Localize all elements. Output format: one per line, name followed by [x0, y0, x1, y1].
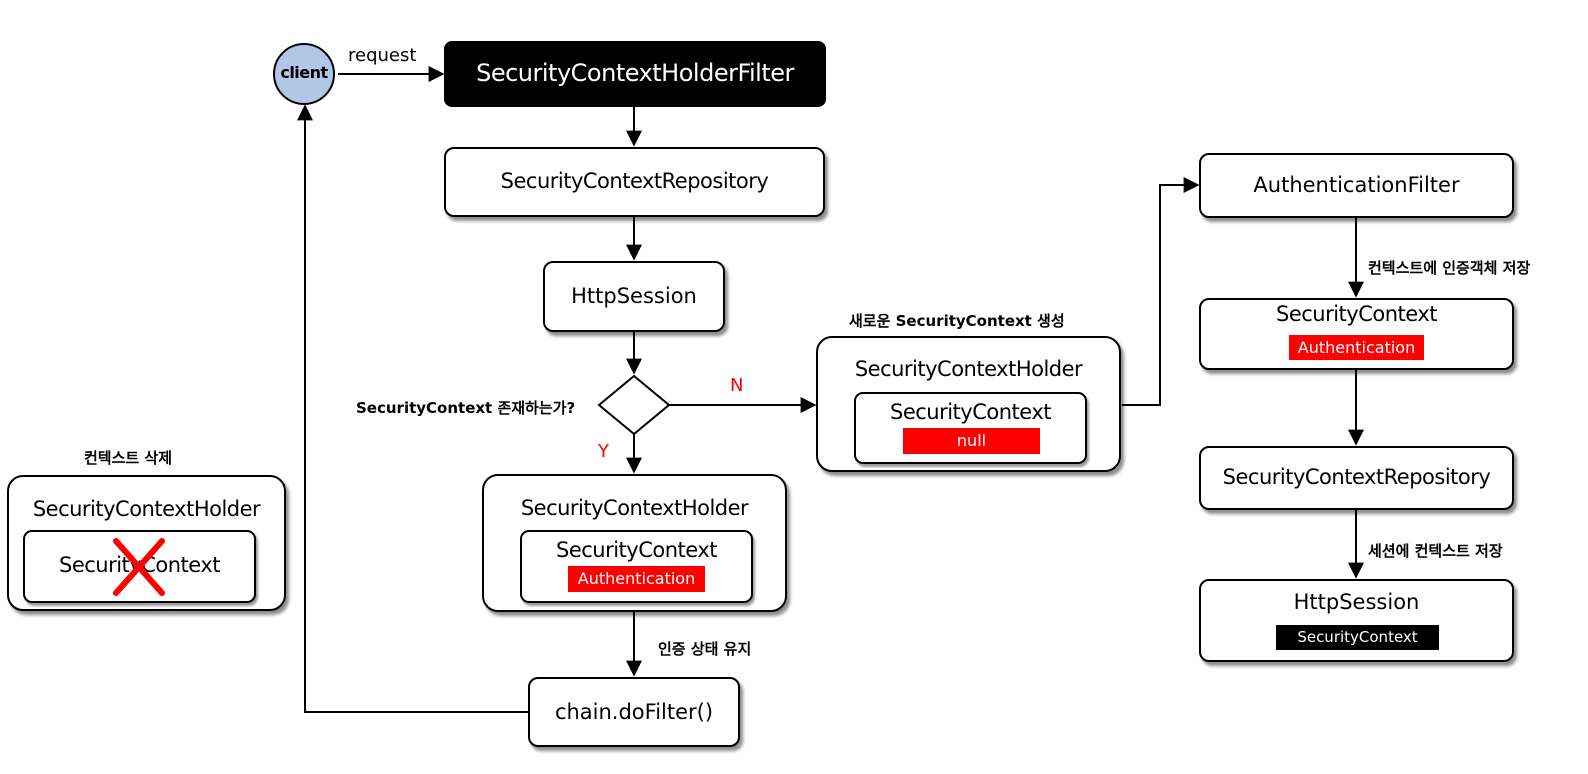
security-context-repository-box: SecurityContextRepository [444, 147, 825, 217]
keep-auth-label: 인증 상태 유지 [658, 640, 752, 658]
authentication-filter-label: AuthenticationFilter [1253, 173, 1460, 197]
client-label: client [280, 63, 328, 82]
clear-holder-box: SecurityContextHolder SecurityContext [7, 475, 286, 611]
clear-holder-title: SecurityContextHolder [32, 497, 261, 521]
right-context-box: SecurityContext Authentication [1199, 298, 1514, 370]
holder-yes-context-label: SecurityContext [555, 538, 718, 562]
arrow-new-holder-authfilter [1122, 177, 1200, 406]
holder-new-null-tag: null [903, 428, 1040, 454]
right-repository-label: SecurityContextRepository [1222, 465, 1491, 489]
save-context-to-session-label: 세션에 컨텍스트 저장 [1368, 542, 1503, 560]
http-session-box: HttpSession [543, 261, 725, 332]
decision-diamond [597, 374, 671, 436]
filter-label: SecurityContextHolderFilter [476, 59, 794, 87]
holder-yes-title: SecurityContextHolder [520, 496, 749, 520]
right-session-label: HttpSession [1293, 590, 1420, 614]
authentication-filter-box: AuthenticationFilter [1199, 153, 1514, 218]
security-context-holder-filter: SecurityContextHolderFilter [444, 41, 826, 107]
holder-new-context-box: SecurityContext null [854, 392, 1087, 464]
right-context-label: SecurityContext [1275, 302, 1438, 326]
decision-label: SecurityContext 존재하는가? [356, 399, 576, 417]
chain-dofilter-box: chain.doFilter() [528, 677, 740, 747]
holder-new-box: SecurityContextHolder SecurityContext nu… [816, 336, 1121, 472]
holder-new-title: SecurityContextHolder [854, 357, 1083, 381]
arrow-chain-client [297, 104, 528, 713]
holder-yes-auth-tag: Authentication [568, 566, 705, 592]
right-context-auth-tag: Authentication [1289, 335, 1424, 360]
holder-yes-box: SecurityContextHolder SecurityContext Au… [482, 474, 787, 612]
request-label: request [348, 45, 417, 66]
chain-label: chain.doFilter() [554, 700, 714, 724]
right-session-context-tag: SecurityContext [1276, 625, 1439, 650]
right-repository-box: SecurityContextRepository [1199, 446, 1514, 510]
new-context-caption: 새로운 SecurityContext 생성 [849, 312, 1065, 330]
clear-context-caption: 컨텍스트 삭제 [84, 449, 173, 467]
session-label: HttpSession [571, 284, 697, 308]
save-auth-to-context-label: 컨텍스트에 인증객체 저장 [1368, 259, 1531, 277]
clear-context-box: SecurityContext [23, 530, 256, 603]
right-session-box: HttpSession SecurityContext [1199, 579, 1514, 662]
holder-new-context-label: SecurityContext [889, 400, 1052, 424]
cross-mark-icon [113, 538, 165, 596]
holder-yes-context-box: SecurityContext Authentication [520, 530, 753, 603]
no-label: N [730, 375, 744, 396]
yes-label: Y [598, 441, 609, 462]
repository-label: SecurityContextRepository [500, 169, 769, 193]
client-node: client [273, 43, 335, 105]
